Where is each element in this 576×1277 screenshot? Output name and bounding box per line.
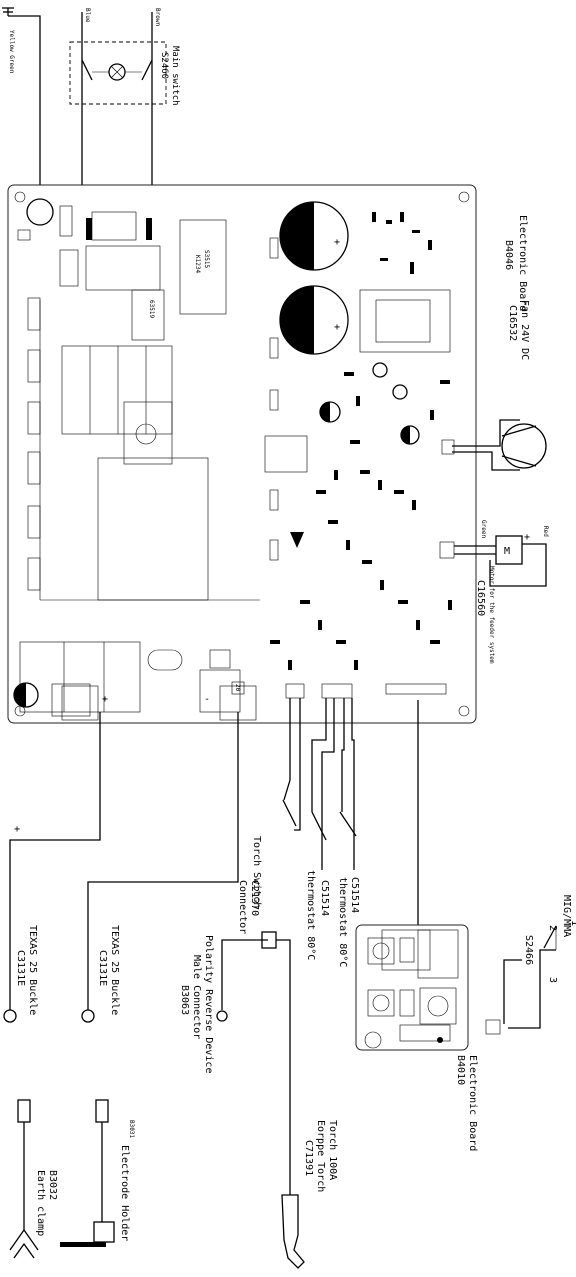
terminal-plus: [61, 685, 99, 721]
main-switch-box: [69, 41, 167, 105]
label-board-b4046-code: B4046: [503, 240, 514, 270]
terminal-minus-sign: -: [204, 694, 210, 705]
label-torch-2: Eorppe Torch: [315, 1120, 326, 1192]
label-switch-code: S2466: [523, 935, 534, 965]
label-green: Green: [480, 520, 487, 538]
label-pin-1: 1: [569, 920, 576, 926]
label-thermostat-1-code: C51514: [319, 880, 330, 916]
label-chip-20: 20: [234, 684, 241, 692]
fan-wiring: [452, 419, 547, 471]
torch-icon: [281, 1194, 305, 1269]
label-pin-3: 3: [547, 977, 558, 983]
label-electrode: Electrode Holder: [119, 1145, 130, 1241]
capacitor-2-plus: +: [334, 322, 340, 333]
label-polarity-code: B3063: [179, 985, 190, 1015]
label-k1234: K1234: [194, 255, 201, 273]
switch-thermostat-wiring: [282, 698, 357, 870]
label-board-b4010-code: B4010: [455, 1055, 466, 1085]
label-mig-mma: MIG/MMA: [561, 895, 572, 937]
mains-wiring: [2, 7, 167, 225]
capacitor-1-plus: +: [334, 237, 340, 248]
label-polarity-2: Male Connector: [191, 955, 202, 1039]
fan-icon: [501, 423, 547, 469]
label-main-switch: Main switch: [170, 46, 180, 106]
label-texas-1-code: C3131E: [15, 950, 26, 986]
label-fan: Fan 24V DC: [519, 300, 530, 360]
motor-wiring: M +: [454, 532, 547, 587]
label-board-b4010: Electronic Board: [467, 1055, 478, 1151]
mains-labels: Yellow Green Blue Brown Main switch S246…: [8, 8, 180, 106]
motor-symbol: M: [504, 546, 510, 557]
label-earth: Earth clamp: [35, 1170, 46, 1236]
label-texas-2: TEXAS 25 Buckle: [109, 925, 120, 1015]
label-motor: Motor for the feeder system: [488, 566, 495, 664]
label-motor-code: C16560: [475, 580, 486, 616]
label-s3515: S3515: [203, 250, 210, 268]
label-polarity-1: Polarity Reverse Device: [203, 935, 214, 1073]
label-connector-code: C21370: [249, 880, 260, 916]
label-pin-2: 2: [547, 925, 558, 931]
motor-plus: +: [524, 532, 530, 543]
label-texas-1: TEXAS 25 Buckle: [27, 925, 38, 1015]
motor-icon: [495, 535, 523, 565]
buckle-minus-icon: [81, 1009, 95, 1023]
label-electrode-code: B3031: [128, 1120, 135, 1138]
label-63519: 63519: [148, 300, 155, 318]
label-torch-switch: Torch Switch: [251, 836, 262, 908]
label-red: Red: [542, 526, 549, 537]
terminal-plus-sign: +: [102, 694, 108, 705]
earth-clamp-icon: [17, 1099, 31, 1123]
label-fan-code: C16532: [507, 305, 518, 341]
main-board: 63519 S3515 K1234 + +: [7, 184, 477, 724]
label-texas-2-code: C3131E: [97, 950, 108, 986]
polarity-connector-icon: [216, 1010, 228, 1022]
label-thermostat-2: thermostat 80°C: [337, 877, 348, 967]
buckle-plus-sign: +: [14, 824, 20, 835]
electrode-holder-icon: [95, 1099, 109, 1123]
label-blue: Blue: [84, 8, 91, 23]
label-thermostat-2-code: C51514: [349, 877, 360, 913]
label-main-switch-code: S2460: [159, 52, 169, 79]
b4010-board: [355, 700, 557, 1051]
label-earth-code: B3032: [47, 1170, 58, 1200]
buckle-plus-icon: [3, 1009, 17, 1023]
output-wiring: +: [3, 712, 305, 1269]
label-torch-1: Torch 100A: [327, 1120, 338, 1180]
label-brown: Brown: [154, 8, 161, 26]
label-connector: Connector: [237, 880, 248, 934]
label-board-b4046: Electronic Board: [517, 215, 528, 311]
label-torch-code: C71391: [303, 1140, 314, 1176]
label-thermostat-1: thermostat 80°C: [305, 870, 316, 960]
label-yellow-green: Yellow Green: [8, 30, 15, 74]
